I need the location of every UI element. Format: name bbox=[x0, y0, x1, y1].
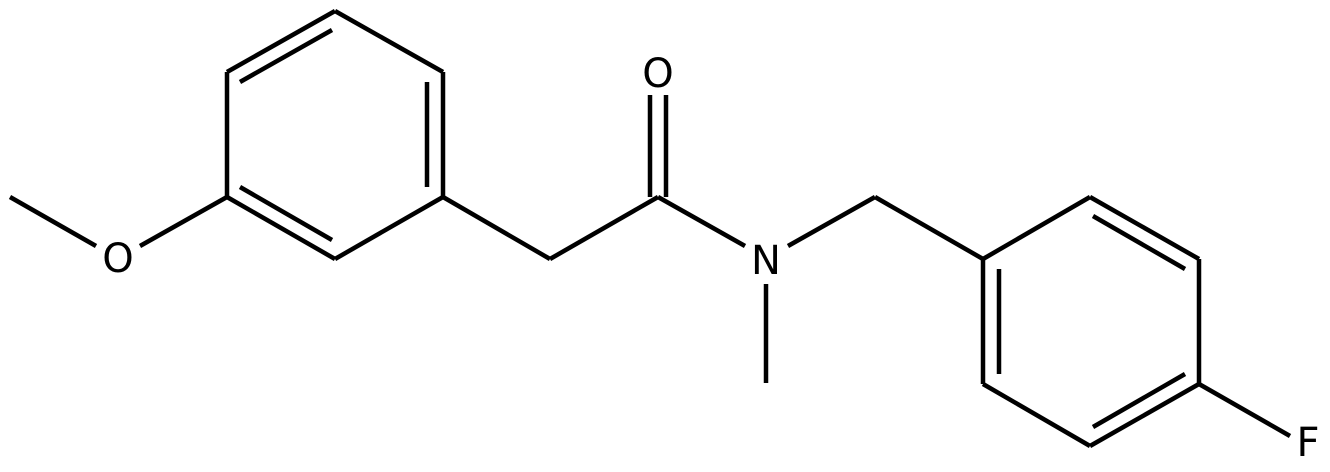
bond-ch2-to-carbonyl bbox=[548, 195, 660, 261]
bond-ring1-c bbox=[333, 195, 445, 261]
bond-ring2-b bbox=[1088, 195, 1201, 261]
nitrogen-label: N bbox=[751, 238, 781, 284]
bond-ring2-a bbox=[981, 195, 1092, 261]
fluoro-group: F bbox=[1197, 382, 1320, 466]
acetamide-linker: O N bbox=[441, 51, 985, 383]
methoxy-oxygen-label: O bbox=[102, 236, 133, 282]
bond-o-to-methyl bbox=[8, 195, 98, 248]
bond-ring2-d-inner bbox=[1091, 372, 1187, 429]
bond-ring-to-ch2 bbox=[441, 195, 552, 261]
bond-ring1-d-inner bbox=[238, 185, 334, 242]
bond-n-to-ch2 bbox=[786, 195, 877, 248]
methoxyphenyl-ring bbox=[224, 9, 446, 261]
carbonyl-oxygen-label: O bbox=[642, 51, 673, 97]
bond-ring2-d bbox=[1088, 382, 1201, 448]
methoxy-group: O bbox=[8, 195, 229, 282]
bond-carbonyl-to-n bbox=[656, 195, 747, 248]
fluorophenyl-ring bbox=[980, 195, 1202, 448]
bond-ring-to-o bbox=[138, 195, 229, 248]
bond-ring1-d bbox=[225, 195, 337, 261]
bond-ring2-e bbox=[981, 382, 1092, 448]
bond-ring-to-f bbox=[1197, 382, 1292, 438]
bond-ring1-a bbox=[333, 9, 445, 74]
fluorine-label: F bbox=[1296, 420, 1319, 466]
bond-ch2-to-ring bbox=[873, 195, 985, 261]
bond-ring2-b-inner bbox=[1091, 214, 1187, 271]
bond-ring1-f-inner bbox=[238, 28, 334, 84]
bond-ring1-f bbox=[225, 9, 337, 74]
